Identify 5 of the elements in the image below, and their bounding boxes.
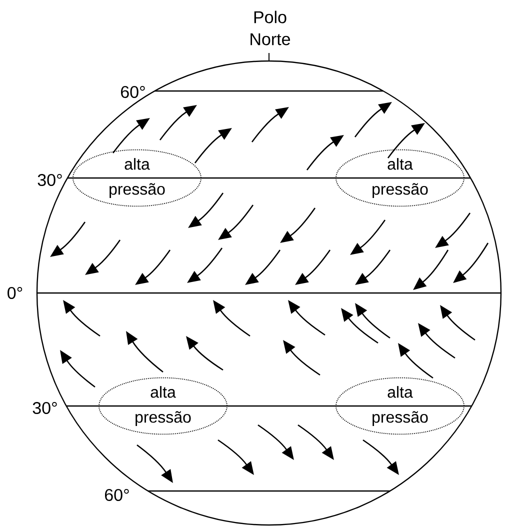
latitude-label: 30° [32,402,57,414]
latitude-label: 60° [105,488,129,502]
latitude-label: 60° [121,86,145,98]
latitude-label: 0° [8,286,22,300]
pole-label: Polo Norte [250,10,290,46]
